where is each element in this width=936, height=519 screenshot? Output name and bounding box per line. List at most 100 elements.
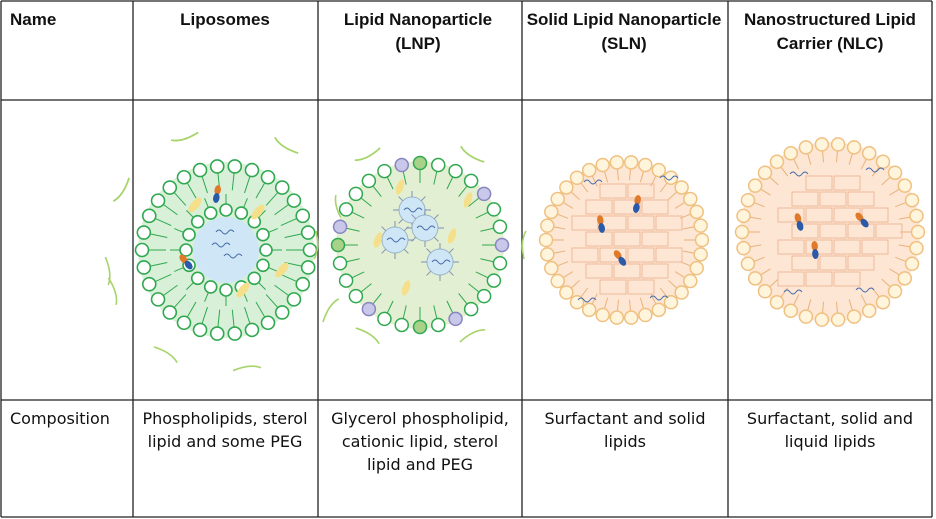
micelle-tail [426,248,432,254]
sterol-lipid [373,232,383,248]
lipid-brick [655,215,683,231]
sterol-lipid [401,280,411,296]
lipid-head [176,315,192,331]
sterol-lipid [251,204,265,220]
micelle-core [426,248,454,276]
lipid-head [412,319,428,335]
nucleic-acid-strand [855,287,875,293]
surfactant-head [609,155,625,170]
lipid-brick [875,223,903,239]
drug-half-orange [634,195,641,206]
surfactant-head [683,273,698,289]
surfactant-head [798,309,814,324]
sterol-lipid [275,262,289,278]
surfactant-head [544,260,559,276]
lipid-brick [585,263,613,279]
lipid-head [300,260,316,275]
surfactant-head [897,178,913,193]
micelle-tail [448,270,454,276]
micelle-tail [398,218,404,224]
lipid-head [286,292,302,307]
micelle-core [411,214,439,242]
lipid-head [463,173,479,189]
lipid-head [227,326,243,341]
lipid-brick [847,255,875,271]
lipid-brick [627,247,655,263]
lipid-brick [613,199,641,215]
surfactant-head [559,285,574,300]
surfactant-head [904,192,920,208]
lipid-head [361,173,377,189]
drug-molecule [633,195,641,213]
surfactant-head [909,208,924,224]
nucleic-acid-strand [431,259,451,265]
peg-strand [170,131,199,142]
lipid-head [476,186,492,202]
lipid-head [295,208,311,224]
lipid-head [209,326,225,341]
surfactant-head [569,294,585,310]
peg-strand [354,147,381,162]
nucleic-acid-strand [403,207,423,213]
surfactant-head [550,273,565,289]
lipid-head [190,271,205,286]
drug-half-blue [618,256,627,266]
lipid-head [260,315,276,331]
lipid-brick [613,263,641,279]
surfactant-head [783,303,799,319]
lipid-brick [655,247,683,263]
surfactant-head [581,162,597,178]
lipid-brick [833,239,861,255]
surfactant-head [663,170,679,186]
lipid-head [256,227,270,242]
micelle-core [381,226,409,254]
lipid-brick [599,183,627,199]
surfactant-head [623,155,639,170]
lipid-head [260,169,276,185]
drug-molecule [597,215,605,233]
surfactant-head [550,191,565,207]
lipid-head [492,255,508,271]
lipid-brick [777,239,805,255]
lipid-head [136,260,152,275]
micelle-tail [426,270,432,276]
surfactant-head [904,256,920,272]
surfactant-head [595,157,610,173]
surfactant-head [830,137,846,152]
drug-molecule [855,212,869,228]
lipid-head [209,159,225,174]
lipid-head [338,202,354,217]
header-nlc: Nanostructured Lipid Carrier (NLC) [744,10,916,53]
surfactant-head [693,247,708,262]
micelle-tail [420,196,426,202]
peg-strand [354,147,381,162]
lipid-head [219,203,233,217]
micelle-tail [398,196,404,202]
lipid-head [244,322,260,338]
surfactant-head [887,284,903,299]
lipid-head [412,155,428,171]
surfactant-head [783,145,799,161]
lipid-brick [791,191,819,207]
aqueous-core [193,217,259,283]
drug-half-orange [794,213,802,224]
surfactant-head [769,154,785,170]
surfactant-head [663,294,679,310]
drug-half-orange [613,250,622,260]
lnp-body [336,161,504,329]
lipid-head [203,280,218,294]
lipid-head [256,258,270,273]
nucleic-acid-strand [416,225,436,231]
lipid-head [348,288,364,304]
lipid-head [141,276,157,292]
nucleic-acid-strand [659,175,679,181]
lipid-brick [861,207,889,223]
surfactant-head [861,145,877,161]
surfactant-head [846,309,862,324]
lipid-brick [571,215,599,231]
nucleic-acid-strand [386,237,406,243]
lipid-head [302,242,318,258]
lipid-head [176,169,192,185]
surfactant-head [689,204,704,220]
